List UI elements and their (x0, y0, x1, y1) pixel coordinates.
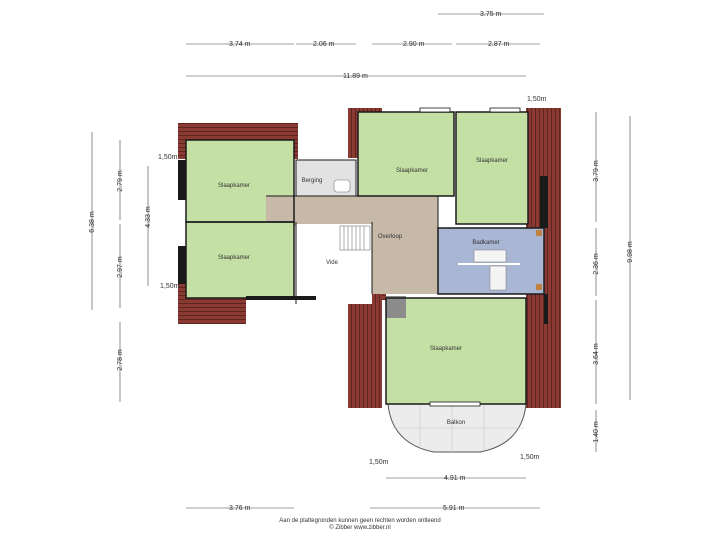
dim-bottom-3-76: 3.76 m (229, 505, 251, 512)
outer-wall-right-2 (544, 294, 548, 324)
balcony (387, 403, 527, 453)
dim-left-2-78: 2.78 m (117, 349, 124, 371)
toilet-icon (333, 179, 351, 193)
window-top-right (489, 107, 521, 113)
dimension-lines (91, 13, 631, 509)
bath-shower (489, 265, 507, 291)
walls (178, 107, 548, 407)
staircase (339, 225, 371, 251)
dim-top-2-87: 2.87 m (488, 41, 510, 48)
dim-150-bottom-right: 1,50m (520, 454, 540, 461)
dim-left-2-79: 2.79 m (117, 170, 124, 192)
dim-left-total: 6.38 m (89, 211, 96, 233)
roof-bottom-stair (348, 293, 382, 408)
storage-fixtures (333, 179, 406, 318)
dim-top-3-75: 3.75 m (480, 11, 502, 18)
footer-disclaimer: Aan de plattegronden kunnen geen rechten… (279, 518, 441, 524)
room-bedroom-top-center (358, 112, 454, 196)
dim-150-bottom-left: 1,50m (369, 459, 389, 466)
label-bedroom-top-center: Slaapkamer (396, 168, 428, 174)
wall-bathroom (437, 227, 545, 295)
room-bedroom-bottom (386, 298, 526, 404)
room-landing-lower (372, 222, 438, 294)
label-storage: Berging (302, 178, 323, 184)
dim-right-3-64: 3.64 m (593, 343, 600, 365)
label-bedroom-bottom: Slaapkamer (430, 346, 462, 352)
dim-150-top-right: 1,50m (527, 96, 547, 103)
room-bedroom-mid-left (186, 222, 294, 298)
dim-150-left-bottom: 1,50m (160, 283, 180, 290)
dim-top-3-74: 3.74 m (229, 41, 251, 48)
room-bedroom-top-right (456, 112, 528, 224)
dim-left-2-97: 2.97 m (117, 256, 124, 278)
dimension-labels: 3.75 m 3.74 m 2.06 m 2.90 m 2.87 m 11.89… (89, 11, 634, 512)
bathroom-fixtures (458, 230, 542, 291)
dim-right-2-36: 2.36 m (593, 253, 600, 275)
label-bathroom: Badkamer (472, 240, 499, 246)
label-bedroom-top-left: Slaapkamer (218, 183, 250, 189)
bath-heater-bottom (536, 284, 542, 290)
label-bedroom-top-right: Slaapkamer (476, 158, 508, 164)
outer-wall-left-2 (178, 246, 186, 284)
label-balcony: Balkon (447, 420, 465, 426)
bath-vanity (473, 249, 507, 263)
dim-top-2-90: 2.90 m (403, 41, 425, 48)
dim-top-total: 11.89 m (343, 73, 368, 80)
dim-right-total: 9.98 m (627, 241, 634, 263)
window-bottom-balcony (429, 401, 481, 407)
label-landing: Overloop (378, 234, 403, 240)
room-labels: Slaapkamer Berging Slaapkamer Slaapkamer… (218, 158, 508, 426)
dim-top-2-06: 2.06 m (313, 41, 335, 48)
dim-right-1-40: 1.40 m (593, 421, 600, 443)
dim-right-3-79: 3.79 m (593, 160, 600, 182)
label-void: Vide (326, 260, 339, 266)
bath-heater-top (536, 230, 542, 236)
dim-bottom-4-91: 4.91 m (444, 475, 466, 482)
shaft (386, 296, 406, 318)
outer-wall-bottom-left (246, 296, 316, 300)
outer-wall-right-1 (540, 176, 548, 228)
stair-box (339, 225, 371, 251)
window-top-center (419, 107, 451, 113)
dim-left-4-33: 4.33 m (145, 206, 152, 228)
label-bedroom-mid-left: Slaapkamer (218, 255, 250, 261)
outer-wall-left-1 (178, 160, 186, 200)
dim-bottom-5-91: 5.91 m (443, 505, 465, 512)
footer-credit[interactable]: © Zibber www.zibber.nl (329, 525, 391, 531)
dim-150-left-top: 1,50m (158, 154, 178, 161)
